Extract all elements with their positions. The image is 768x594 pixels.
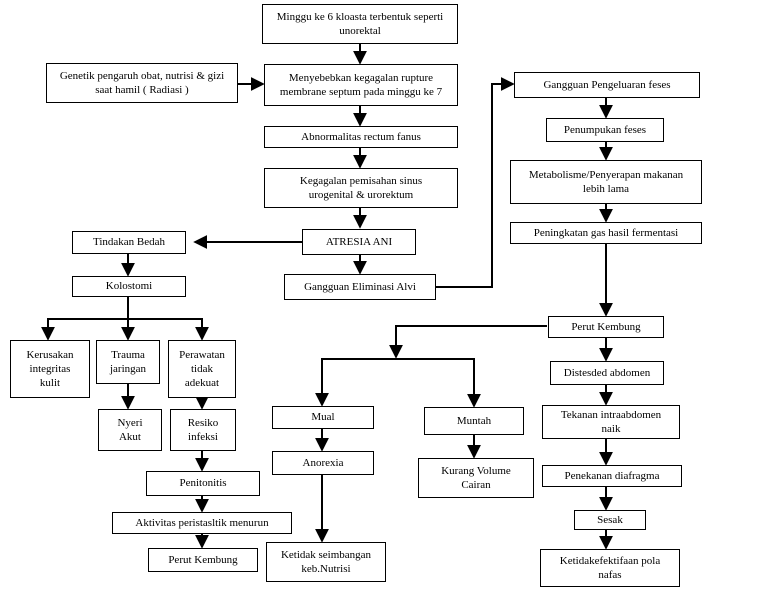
node-minggu6: Minggu ke 6 kloasta terbentuk seperti un… [262,4,458,44]
node-tekanan: Tekanan intraabdomen naik [542,405,680,439]
edge-split-muntah [396,358,481,408]
node-peningkatan: Peningkatan gas hasil fermentasi [510,222,702,244]
node-perut-kembung-kiri: Perut Kembung [148,548,258,572]
node-ketidakefektifan: Ketidakefektifaan pola nafas [540,549,680,587]
node-penumpukan: Penumpukan feses [546,118,664,142]
edge-kolostomi-perawatan [128,318,209,341]
node-gangguan-pengeluaran: Gangguan Pengeluaran feses [514,72,700,98]
node-nyeri: Nyeri Akut [98,409,162,451]
node-genetik: Genetik pengaruh obat, nutrisi & gizi sa… [46,63,238,103]
node-abnormalitas: Abnormalitas rectum fanus [264,126,458,148]
edge-kolostomi-kerusakan [41,297,129,341]
node-muntah: Muntah [424,407,524,435]
node-tindakan: Tindakan Bedah [72,231,186,254]
node-kegagalan: Kegagalan pemisahan sinus urogenital & u… [264,168,458,208]
node-perut-kembung: Perut Kembung [548,316,664,338]
node-mual: Mual [272,406,374,429]
edge-split-mual [315,358,396,407]
node-kurang-volume: Kurang Volume Cairan [418,458,534,498]
edge-perut-kembung-split [389,325,547,359]
edge-gangguan-eliminasi-pengeluaran [436,77,515,288]
node-kerusakan: Kerusakan integritas kulit [10,340,90,398]
node-penitonitis: Penitonitis [146,471,260,496]
node-anorexia: Anorexia [272,451,374,475]
node-distesded: Distesded abdomen [550,361,664,385]
node-resiko: Resiko infeksi [170,409,236,451]
node-metabolisme: Metabolisme/Penyerapan makanan lebih lam… [510,160,702,204]
node-perawatan: Perawatan tidak adekuat [168,340,236,398]
node-menyebabkan: Menyebebkan kegagalan rupture membrane s… [264,64,458,106]
node-aktivitas: Aktivitas peristasltik menurun [112,512,292,534]
node-trauma: Trauma jaringan [96,340,160,384]
node-ketidak-seimbangan: Ketidak seimbangan keb.Nutrisi [266,542,386,582]
node-gangguan-eliminasi: Gangguan Eliminasi Alvi [284,274,436,300]
node-atresia: ATRESIA ANI [302,229,416,255]
node-penekanan: Penekanan diafragma [542,465,682,487]
node-sesak: Sesak [574,510,646,530]
node-kolostomi: Kolostomi [72,276,186,297]
